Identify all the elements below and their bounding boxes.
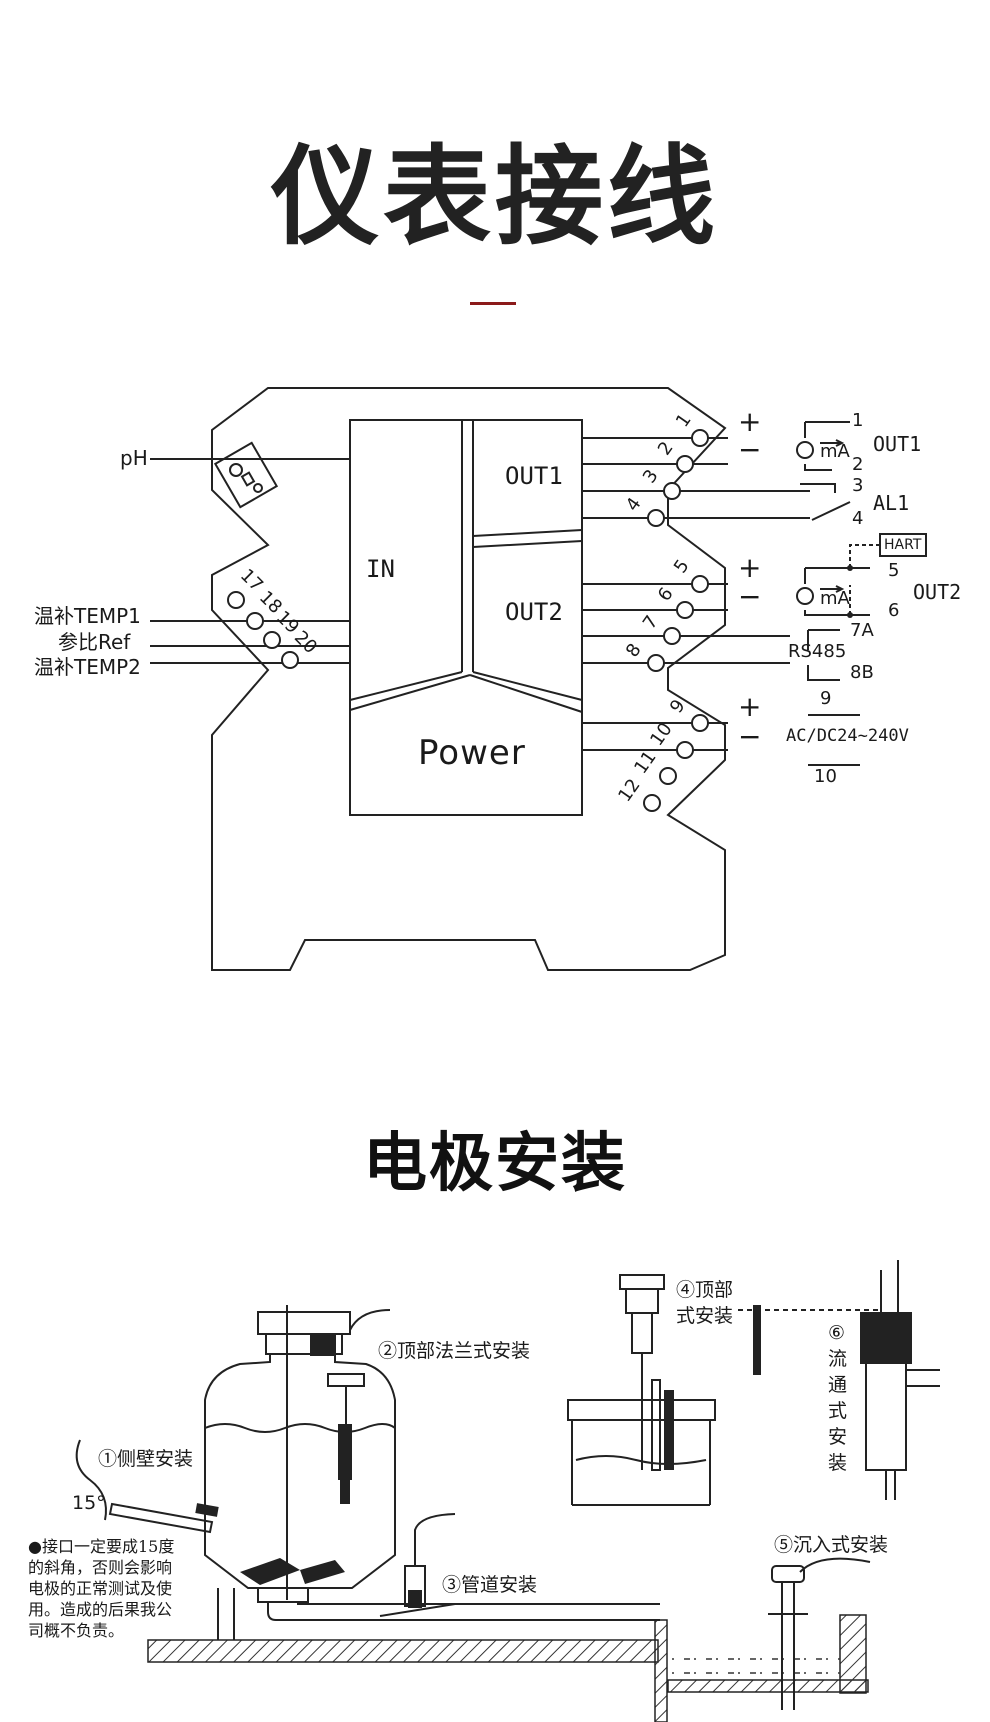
note-line-3: 用。造成的后果我公 xyxy=(28,1600,173,1619)
terminal-1 xyxy=(691,429,709,447)
ext-rs485-label: RS485 xyxy=(788,641,847,662)
ext-rs485-t2: 8B xyxy=(850,662,874,683)
wiring-title: 仪表接线 xyxy=(270,135,719,260)
ext-out2-t2: 6 xyxy=(888,600,900,621)
ph-label: pH xyxy=(120,446,148,470)
plus-out2: + xyxy=(738,551,762,584)
terminal-4 xyxy=(647,509,665,527)
angle-label: 15° xyxy=(72,1492,106,1514)
terminal-11 xyxy=(659,767,677,785)
terminal-num-5: 5 xyxy=(669,555,694,578)
flow-char-3: 式 xyxy=(828,1400,848,1422)
ext-out1-t1: 1 xyxy=(852,410,864,431)
power-label: Power xyxy=(418,733,526,773)
ext-rs485-t1: 7A xyxy=(850,620,874,641)
ground xyxy=(147,1614,869,1722)
temp1-label: 温补TEMP1 xyxy=(34,604,141,628)
flow-cell xyxy=(865,1260,940,1500)
label-immersion: ⑤沉入式安装 xyxy=(774,1534,889,1556)
note-line-1: 的斜角，否则会影响 xyxy=(28,1558,173,1577)
ext-out1-t2: 2 xyxy=(852,454,864,475)
minus-out2: − xyxy=(738,580,762,613)
minus-power: − xyxy=(738,720,762,753)
ext-power-label: AC/DC24~240V xyxy=(786,726,909,746)
temp2-label: 温补TEMP2 xyxy=(34,655,141,679)
ext-power-t1: 9 xyxy=(820,688,832,709)
terminal-num-3: 3 xyxy=(638,465,663,488)
note-line-0: ●接口一定要成15度 xyxy=(28,1537,175,1556)
terminal-5 xyxy=(691,575,709,593)
terminal-num-20: 20 xyxy=(289,626,321,659)
terminal-20 xyxy=(281,651,299,669)
ext-out1-label: OUT1 xyxy=(873,432,922,456)
terminal-19 xyxy=(263,631,281,649)
terminal-9 xyxy=(691,714,709,732)
ext-al1-t2: 4 xyxy=(852,508,864,529)
note-line-4: 司概不负责。 xyxy=(28,1621,125,1640)
ext-out2-t1: 5 xyxy=(888,560,900,581)
terminal-num-8: 8 xyxy=(621,639,646,662)
terminal-3 xyxy=(663,482,681,500)
ext-al1-t1: 3 xyxy=(852,475,864,496)
terminal-num-10: 10 xyxy=(646,719,677,750)
terminal-17 xyxy=(227,591,245,609)
flow-char-2: 通 xyxy=(828,1374,848,1396)
label-pipeline: ③管道安装 xyxy=(442,1574,538,1596)
flow-char-1: 流 xyxy=(828,1348,848,1370)
terminal-num-2: 2 xyxy=(653,437,678,460)
terminal-num-9: 9 xyxy=(665,695,690,718)
flow-char-0: ⑥ xyxy=(828,1322,846,1344)
ph-connector xyxy=(213,441,279,509)
label-flow-through: ⑥ 流 通 式 安 装 xyxy=(828,1320,850,1476)
terminal-18 xyxy=(246,612,264,630)
install-note: ●接口一定要成15度 的斜角，否则会影响 电极的正常测试及使 用。造成的后果我公… xyxy=(28,1536,174,1641)
ext-power-t2: 10 xyxy=(814,766,837,787)
out2-label: OUT2 xyxy=(505,598,563,626)
minus-out1: − xyxy=(738,433,762,466)
install-title: 电极安装 xyxy=(363,1127,627,1201)
ext-out2-label: OUT2 xyxy=(913,580,962,604)
plus-power: + xyxy=(738,690,762,723)
out1-label: OUT1 xyxy=(505,462,563,490)
terminal-6 xyxy=(676,601,694,619)
tank-water xyxy=(668,1648,840,1680)
terminal-num-4: 4 xyxy=(621,493,646,516)
immersion xyxy=(768,1557,871,1710)
ext-al1-label: AL1 xyxy=(873,491,910,515)
title-accent-bar xyxy=(470,302,516,305)
ref-label: 参比Ref xyxy=(58,630,131,654)
terminal-num-6: 6 xyxy=(653,583,678,606)
terminal-num-12: 12 xyxy=(614,775,645,806)
terminal-12 xyxy=(643,794,661,812)
terminal-10 xyxy=(676,741,694,759)
ext-out2-hart: HART xyxy=(884,537,922,553)
terminal-num-17: 17 xyxy=(235,564,267,597)
terminal-num-7: 7 xyxy=(638,611,663,634)
ext-out1-ma: mA xyxy=(820,441,850,462)
label-top-mount-1: ④顶部 xyxy=(676,1279,734,1301)
plus-out1: + xyxy=(738,405,762,438)
terminal-8 xyxy=(647,654,665,672)
label-top-mount-2: 式安装 xyxy=(676,1305,734,1327)
terminal-7 xyxy=(663,627,681,645)
terminal-num-1: 1 xyxy=(671,409,696,432)
flow-char-4: 安 xyxy=(828,1426,848,1448)
label-flange-top: ②顶部法兰式安装 xyxy=(378,1340,531,1362)
ext-out2-ma: mA xyxy=(820,588,850,609)
label-side-wall: ①侧壁安装 xyxy=(98,1448,194,1470)
flow-char-5: 装 xyxy=(828,1452,848,1474)
tank-fills xyxy=(195,1334,352,1585)
terminal-2 xyxy=(676,455,694,473)
terminal-num-11: 11 xyxy=(630,747,661,778)
note-line-2: 电极的正常测试及使 xyxy=(28,1579,173,1598)
in-label: IN xyxy=(366,555,395,583)
